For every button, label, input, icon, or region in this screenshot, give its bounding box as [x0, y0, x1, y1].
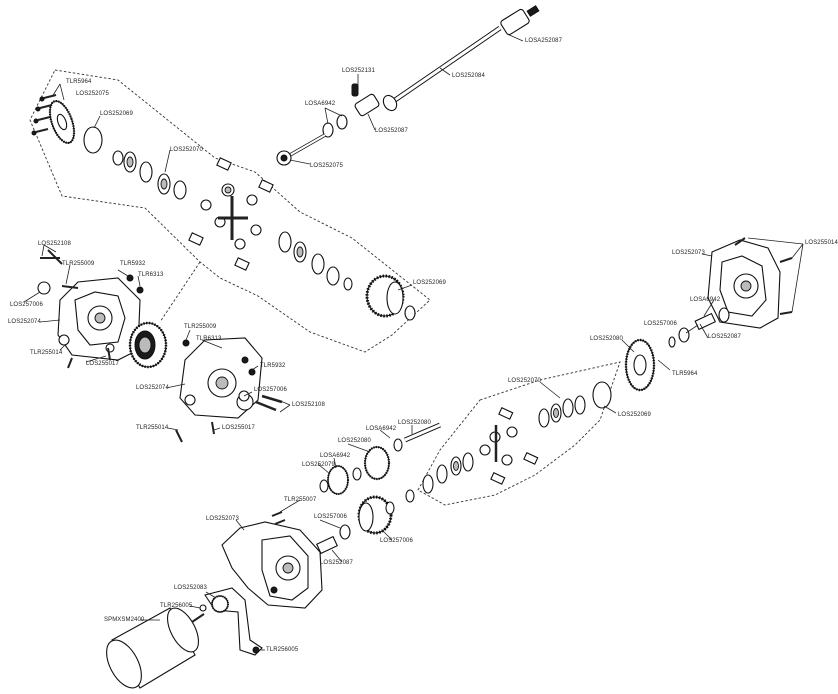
part-label: LOS252074 — [136, 385, 169, 391]
part-label: LOS252080 — [338, 438, 371, 444]
part-label: LOS252069 — [413, 280, 446, 286]
part-label: LOS257006 — [254, 387, 287, 393]
part-label: TLR5932 — [260, 363, 286, 369]
part-label: LOS252084 — [452, 73, 485, 79]
part-label: LOS252087 — [375, 128, 408, 134]
part-label: LOS252073 — [672, 250, 705, 256]
part-label: LOS252070 — [508, 378, 541, 384]
part-label: LOSA252087 — [525, 38, 563, 44]
part-label: LOS252108 — [38, 241, 71, 247]
part-label: LOS252075 — [76, 91, 109, 97]
part-label: TLR5932 — [120, 261, 146, 267]
part-label: LOS255014 — [805, 240, 838, 246]
part-label: TLR255014 — [136, 425, 169, 431]
part-label: LOS252069 — [618, 412, 651, 418]
part-label: LOS252080 — [398, 420, 431, 426]
part-label: TLR6313 — [138, 272, 164, 278]
part-label: TLR5964 — [66, 79, 92, 85]
part-label: LOS257006 — [314, 514, 347, 520]
part-label: TLR256005 — [266, 647, 299, 653]
part-label: TLR255009 — [184, 324, 217, 330]
center-driveshaft — [276, 5, 540, 166]
upper-diff-internals — [112, 150, 353, 291]
part-label: LOS252073 — [206, 516, 239, 522]
part-label: LOS252075 — [310, 163, 343, 169]
part-label: TLR255007 — [284, 497, 317, 503]
right-gearbox — [707, 237, 793, 329]
part-label: LOS252070 — [170, 147, 203, 153]
part-label: LOS257006 — [380, 538, 413, 544]
part-label: LOS257006 — [644, 321, 677, 327]
upper-spur-gear — [48, 99, 76, 145]
part-label: LOS252108 — [292, 402, 325, 408]
part-label: LOS252074 — [8, 319, 41, 325]
part-label: TLR6313 — [196, 336, 222, 342]
leader-lines — [23, 33, 804, 651]
part-label: LOSA6942 — [320, 453, 351, 459]
part-label: LOS252087 — [708, 334, 741, 340]
part-label: LOS252080 — [590, 336, 623, 342]
lower-diff-internals — [405, 381, 612, 503]
part-label: TLR5964 — [672, 371, 698, 377]
part-label: TLR255014 — [30, 350, 63, 356]
upper-gasket — [83, 126, 103, 154]
left-gearbox — [37, 249, 144, 369]
part-label: LOS252087 — [320, 560, 353, 566]
part-label: SPMXSM2400 — [104, 617, 145, 623]
lower-diff-housing — [357, 495, 395, 535]
right-spur-gear — [624, 338, 656, 392]
upper-screws — [31, 94, 57, 136]
idler-gears — [319, 422, 441, 495]
part-label: LOS252083 — [174, 585, 207, 591]
part-label: LOS255017 — [86, 361, 119, 367]
upper-diff-outline — [29, 69, 431, 353]
part-label: LOS257006 — [10, 302, 43, 308]
upper-diff-link-line — [159, 261, 201, 323]
motor — [106, 607, 205, 689]
center-gearbox — [175, 337, 283, 443]
part-label: TLR256005 — [160, 603, 193, 609]
part-label: LOS255017 — [222, 425, 255, 431]
part-label: LOS252079 — [302, 462, 335, 468]
part-label: LOSA6942 — [366, 426, 397, 432]
right-shaft-bearings — [668, 307, 730, 348]
bottom-gearbox — [221, 511, 351, 609]
part-label: LOS252069 — [100, 111, 133, 117]
part-label: LOS252131 — [342, 68, 375, 74]
part-label: LOSA6942 — [305, 101, 336, 107]
part-label: TLR255009 — [62, 261, 95, 267]
motor-plate — [199, 587, 263, 656]
left-spur-gear — [128, 321, 168, 369]
part-label: LOSA6942 — [690, 297, 721, 303]
